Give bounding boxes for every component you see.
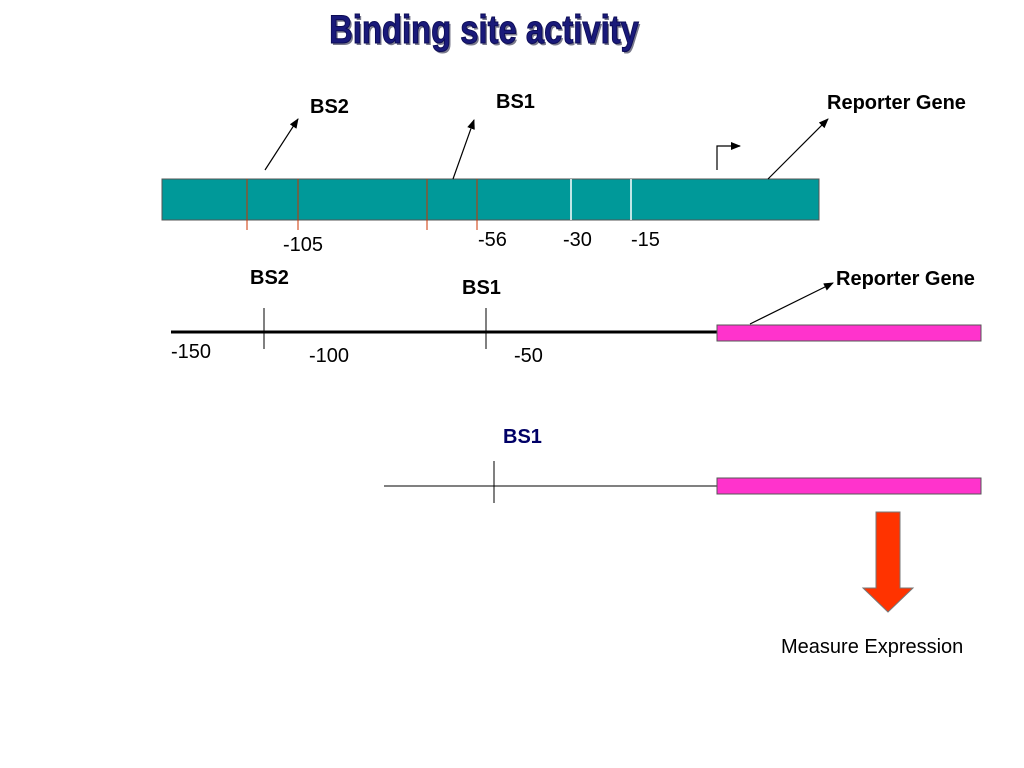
position-label: -56: [478, 229, 507, 251]
bs2-label: BS2: [250, 267, 289, 289]
position-label: -15: [631, 229, 660, 251]
bs2-label: BS2: [310, 96, 349, 118]
bs1-label: BS1: [462, 277, 501, 299]
promoter-bar: [161, 178, 820, 221]
position-label: -50: [514, 345, 543, 367]
diagram-1-promoter: BS2 BS1 Reporter Gene -105 -56 -30 -15: [161, 91, 966, 256]
reporter-gene-label: Reporter Gene: [827, 92, 966, 114]
diagram-3-construct: BS1 Measure Expression: [384, 426, 982, 658]
reporter-gene-box: [716, 324, 982, 342]
down-arrow-icon: [861, 511, 915, 613]
position-label: -100: [309, 345, 349, 367]
reporter-pointer-arrow: [767, 118, 829, 180]
position-label: -150: [171, 341, 211, 363]
bs1-label: BS1: [503, 426, 542, 448]
bs1-pointer-arrow: [452, 119, 475, 180]
slide-title: Binding site activity: [329, 8, 640, 53]
position-label: -30: [563, 229, 592, 251]
diagram-2-construct: BS2 BS1 Reporter Gene -150 -100 -50: [171, 267, 982, 367]
bent-arrow-icon: [716, 142, 741, 170]
reporter-gene-box: [716, 477, 982, 495]
bs1-label: BS1: [496, 91, 535, 113]
reporter-pointer-arrow: [749, 282, 834, 325]
position-label: -105: [283, 234, 323, 256]
bs2-pointer-arrow: [264, 118, 299, 171]
reporter-gene-label: Reporter Gene: [836, 268, 975, 290]
measure-expression-label: Measure Expression: [781, 636, 963, 658]
